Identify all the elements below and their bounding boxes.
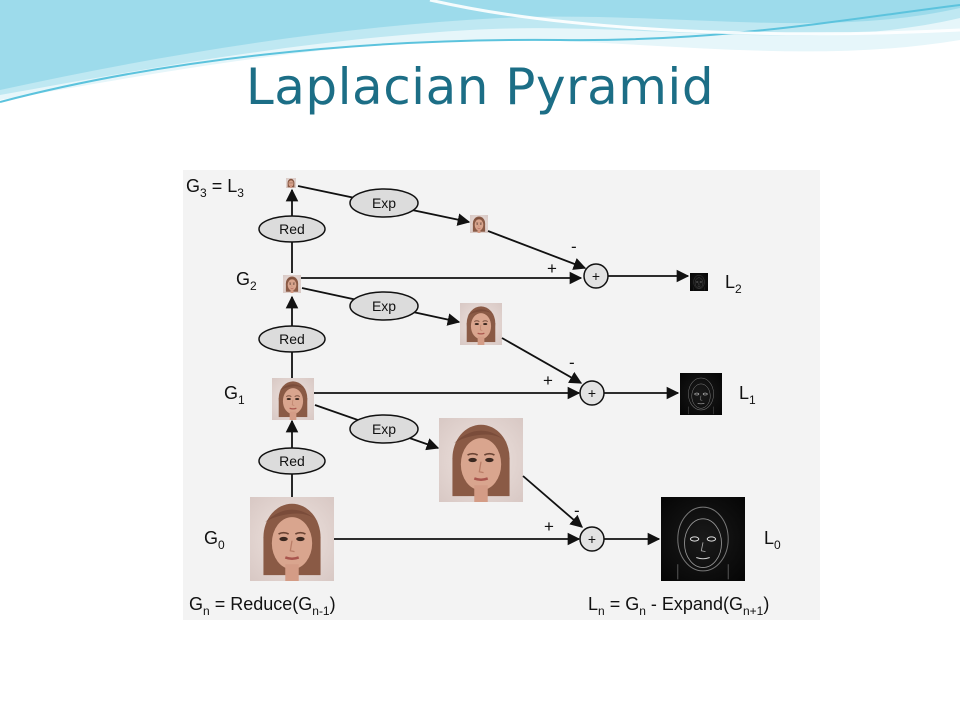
laplacian-image-l2 xyxy=(690,273,708,291)
expanded-image-g1 xyxy=(439,418,523,502)
minus-sign-0: - xyxy=(574,501,580,520)
label-g2: G2 xyxy=(236,269,257,293)
svg-text:Red: Red xyxy=(279,221,305,237)
svg-text:+: + xyxy=(592,268,600,284)
svg-text:Red: Red xyxy=(279,453,305,469)
reduce-node-1: Red xyxy=(258,447,326,475)
svg-text:Exp: Exp xyxy=(372,298,396,314)
gaussian-image-g2 xyxy=(283,274,301,294)
plus-sign-1: + xyxy=(543,371,553,390)
expand-node-3: Exp xyxy=(349,414,419,444)
plus-sign-0: + xyxy=(544,517,554,536)
header-wave-decoration xyxy=(0,0,960,103)
laplacian-image-l0 xyxy=(661,497,745,581)
expanded-image-g2 xyxy=(460,303,502,345)
laplacian-pyramid-diagram: Red Red Red Exp Exp Exp + xyxy=(186,176,781,618)
gaussian-image-g3 xyxy=(286,178,296,188)
minus-sign-1: - xyxy=(569,353,575,372)
sum-node-1: + xyxy=(579,380,605,406)
minus-arrow-0 xyxy=(522,475,583,528)
expand-node-1: Exp xyxy=(349,188,419,218)
svg-text:+: + xyxy=(588,531,596,547)
formula-reduce: Gn = Reduce(Gn-1) xyxy=(189,594,336,618)
expanded-image-g3 xyxy=(470,214,488,234)
label-l0: L0 xyxy=(764,528,781,552)
expand-node-2: Exp xyxy=(349,291,419,321)
minus-arrow-1 xyxy=(501,337,583,384)
sum-node-2: + xyxy=(583,263,609,289)
label-g3: G3 = L3 xyxy=(186,176,244,200)
reduce-node-3: Red xyxy=(258,215,326,243)
svg-text:Exp: Exp xyxy=(372,421,396,437)
formula-laplacian: Ln = Gn - Expand(Gn+1) xyxy=(588,594,769,618)
reduce-node-2: Red xyxy=(258,325,326,353)
label-g1: G1 xyxy=(224,383,245,407)
label-g0: G0 xyxy=(204,528,225,552)
minus-sign-2: - xyxy=(571,237,577,256)
gaussian-image-g0 xyxy=(250,497,334,581)
label-l1: L1 xyxy=(739,383,756,407)
slide-title: Laplacian Pyramid xyxy=(245,58,715,116)
svg-text:+: + xyxy=(588,385,596,401)
svg-text:Red: Red xyxy=(279,331,305,347)
minus-arrow-2 xyxy=(487,230,587,270)
svg-text:Exp: Exp xyxy=(372,195,396,211)
plus-sign-2: + xyxy=(547,259,557,278)
gaussian-image-g1 xyxy=(272,378,314,420)
sum-node-0: + xyxy=(579,526,605,552)
laplacian-image-l1 xyxy=(680,373,722,415)
label-l2: L2 xyxy=(725,272,742,296)
